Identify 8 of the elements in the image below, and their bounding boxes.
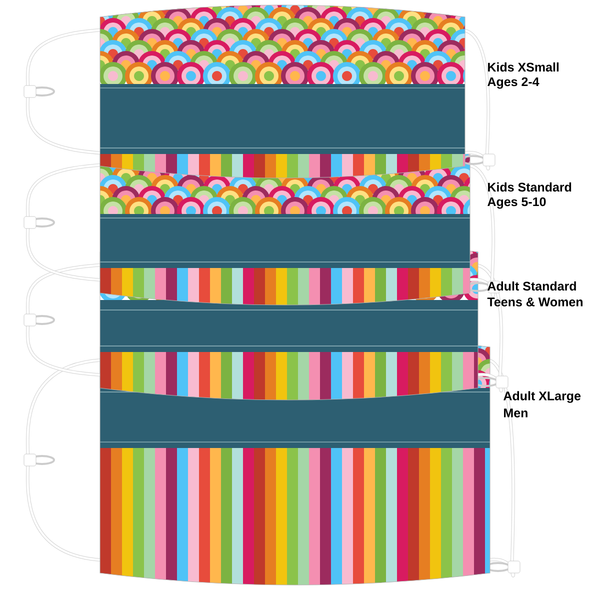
size-label: Adult XLarge xyxy=(504,391,581,403)
age-label: Ages 2-4 xyxy=(488,77,540,89)
size-label: Adult Standard xyxy=(488,281,576,291)
age-label: Ages 5-10 xyxy=(488,197,546,209)
size-label: Kids Standard xyxy=(488,182,572,192)
age-label: Teens & Women xyxy=(487,298,582,306)
age-label: Men xyxy=(504,408,528,418)
size-label: Kids XSmall xyxy=(488,62,559,72)
